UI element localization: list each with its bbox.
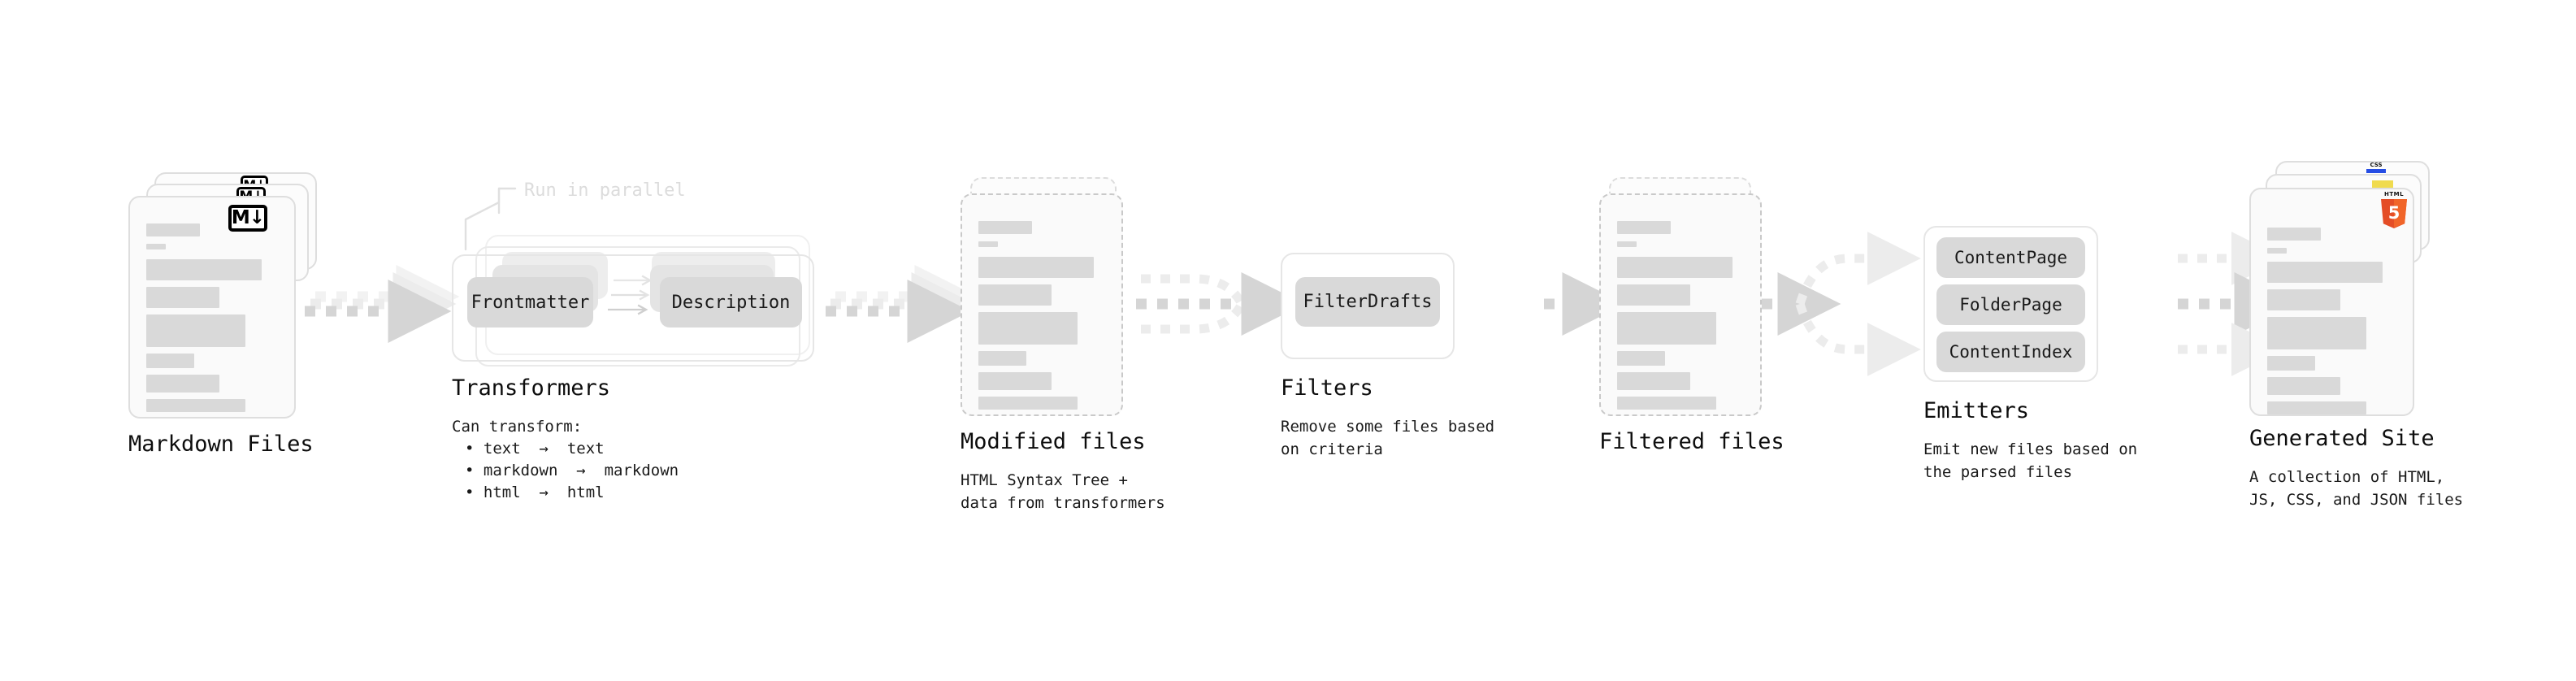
doc-bar — [146, 244, 166, 249]
transformer-pill-frontmatter[interactable]: Frontmatter — [467, 277, 593, 327]
filters-subtitle: Remove some files based on criteria — [1281, 418, 1495, 458]
html5-icon-shield-inner — [2394, 199, 2407, 228]
doc-bar — [2267, 401, 2366, 414]
doc-bar — [146, 314, 245, 347]
transformers-subtitle-head: Can transform: — [452, 418, 583, 436]
emitters-pill-folderpage[interactable]: FolderPage — [1936, 284, 2085, 325]
markdown-files-title: Markdown Files — [128, 432, 314, 457]
modified-doc-front — [961, 193, 1123, 416]
connector-transformers-to-modified — [826, 265, 978, 343]
run-in-parallel-note: Run in parallel — [524, 180, 686, 201]
emitters-subtitle: Emit new files based on the parsed files — [1923, 440, 2138, 481]
emitters-pill-contentpage[interactable]: ContentPage — [1936, 237, 2085, 278]
transformer-card-front — [452, 254, 814, 362]
connector-emitters-to-site — [2178, 232, 2298, 376]
doc-bar — [146, 399, 245, 412]
css-icon-label: CSS — [2370, 162, 2383, 168]
transformer-pill-frontmatter-label: Frontmatter — [471, 292, 590, 313]
html5-icon: HTML 5 — [2381, 191, 2407, 228]
doc-bar — [1617, 351, 1665, 366]
doc-bar — [978, 351, 1026, 366]
doc-bar — [146, 354, 194, 368]
doc-bar — [1617, 312, 1716, 345]
filters-title: Filters — [1281, 375, 1373, 401]
transformers-bullet-0: • text → text — [465, 440, 605, 458]
connector-markdown-to-transformers — [305, 265, 460, 343]
doc-bar — [978, 284, 1052, 306]
doc-bar — [146, 259, 262, 280]
emitters-pill-folderpage-label: FolderPage — [1959, 295, 2062, 314]
doc-bar — [1617, 397, 1716, 410]
doc-bar — [978, 221, 1032, 234]
doc-bar — [2267, 248, 2287, 254]
filtered-doc-front — [1599, 193, 1762, 416]
generated-site-subtitle: A collection of HTML, JS, CSS, and JSON … — [2249, 468, 2464, 509]
generated-site-title: Generated Site — [2249, 426, 2435, 451]
doc-bar — [2267, 262, 2383, 283]
markdown-doc-front — [128, 196, 296, 419]
html5-icon-word: HTML — [2383, 191, 2405, 197]
emitters-pill-contentindex-label: ContentIndex — [1949, 342, 2073, 362]
filters-pill-filterdrafts[interactable]: FilterDrafts — [1295, 277, 1440, 327]
doc-bar — [978, 372, 1052, 390]
site-doc-front — [2249, 188, 2414, 416]
doc-bar — [2267, 317, 2366, 349]
css-icon: CSS — [2366, 162, 2386, 173]
transformers-title: Transformers — [452, 375, 611, 401]
transformers-bullet-2: • html → html — [465, 484, 605, 501]
doc-bar — [1617, 257, 1733, 278]
transformer-pill-description-label: Description — [671, 292, 791, 313]
emitters-title: Emitters — [1923, 398, 2030, 423]
doc-bar — [2267, 377, 2340, 395]
emitters-pill-contentindex[interactable]: ContentIndex — [1936, 332, 2085, 372]
filters-pill-filterdrafts-label: FilterDrafts — [1303, 292, 1433, 312]
html5-icon-number: 5 — [2387, 203, 2400, 223]
connector-modified-to-filters — [1136, 272, 1305, 336]
doc-bar — [146, 375, 219, 393]
modified-files-subtitle: HTML Syntax Tree + data from transformer… — [961, 471, 1165, 512]
doc-bar — [1617, 241, 1637, 247]
doc-bar — [2267, 228, 2321, 241]
doc-bar — [978, 397, 1078, 410]
doc-bar — [1617, 221, 1671, 234]
doc-bar — [2267, 289, 2340, 310]
doc-bar — [1617, 372, 1690, 390]
emitters-pill-contentpage-label: ContentPage — [1954, 248, 2068, 267]
filtered-files-title: Filtered files — [1599, 429, 1785, 454]
transformers-bullet-1: • markdown → markdown — [465, 462, 679, 479]
modified-files-title: Modified files — [961, 429, 1146, 454]
doc-bar — [978, 312, 1078, 345]
markdown-icon: M↓ — [228, 205, 267, 232]
doc-bar — [978, 257, 1094, 278]
doc-bar — [2267, 356, 2315, 371]
doc-bar — [978, 241, 998, 247]
doc-bar — [146, 223, 200, 236]
transformer-pill-description[interactable]: Description — [660, 277, 802, 327]
doc-bar — [1617, 284, 1690, 306]
doc-bar — [146, 287, 219, 308]
